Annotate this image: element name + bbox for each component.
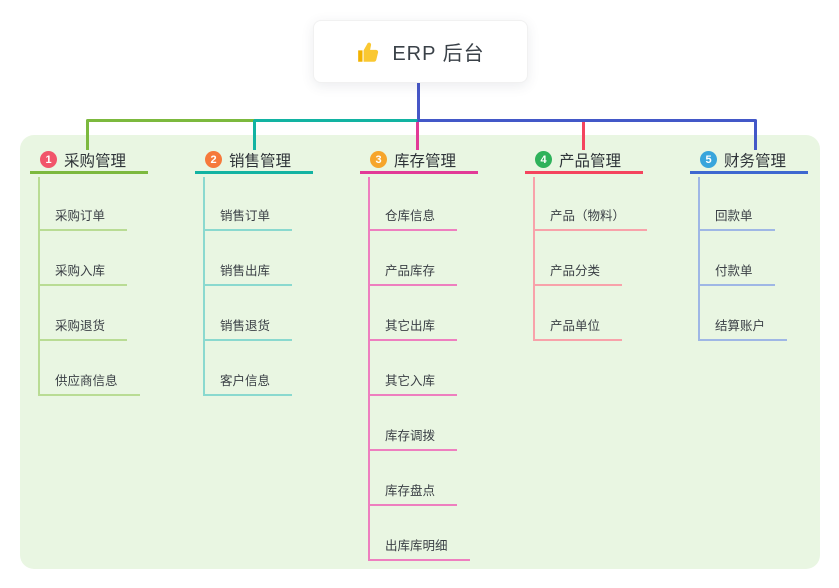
mindmap-node[interactable]: 销售订单 xyxy=(203,203,293,231)
mindmap-node[interactable]: 销售退货 xyxy=(203,313,293,341)
mindmap-node[interactable]: 采购退货 xyxy=(38,313,128,341)
mindmap-node[interactable]: 其它出库 xyxy=(368,313,458,341)
branch-4-drop-line xyxy=(582,122,585,150)
branch-3-child-trunk-line xyxy=(368,177,370,561)
branch-5-child-trunk-line xyxy=(698,177,700,341)
mindmap-node[interactable]: 销售出库 xyxy=(203,258,293,286)
mindmap-panel xyxy=(20,135,820,569)
branch-1-label: 采购管理 xyxy=(64,152,127,170)
root-connector-line xyxy=(417,83,420,121)
mindmap-node[interactable]: 结算账户 xyxy=(698,313,788,341)
mindmap-node[interactable]: 付款单 xyxy=(698,258,775,286)
branch-5-connector-line xyxy=(417,119,757,122)
mindmap-node[interactable]: 供应商信息 xyxy=(38,368,140,396)
mindmap-node[interactable]: 库存调拨 xyxy=(368,423,458,451)
branch-4-badge: 4 xyxy=(535,151,552,168)
branch-sales: 2 销售管理 销售订单 销售出库 销售退货 客户信息 xyxy=(195,148,345,396)
mindmap-node[interactable]: 产品（物料） xyxy=(533,203,648,231)
branch-4-header-node[interactable]: 4 产品管理 xyxy=(525,148,643,174)
branch-5-label: 财务管理 xyxy=(724,152,787,170)
branch-purchase: 1 采购管理 采购订单 采购入库 采购退货 供应商信息 xyxy=(30,148,180,396)
mindmap-node[interactable]: 客户信息 xyxy=(203,368,293,396)
branch-2-label: 销售管理 xyxy=(229,152,292,170)
branch-product: 4 产品管理 产品（物料） 产品分类 产品单位 xyxy=(525,148,675,341)
branch-2-header-node[interactable]: 2 销售管理 xyxy=(195,148,313,174)
branch-1-badge: 1 xyxy=(40,151,57,168)
branch-4-child-trunk-line xyxy=(533,177,535,341)
mindmap-node[interactable]: 产品库存 xyxy=(368,258,458,286)
branch-4-label: 产品管理 xyxy=(559,152,622,170)
mindmap-node[interactable]: 产品分类 xyxy=(533,258,623,286)
branch-1-drop-line xyxy=(86,120,89,150)
branch-5-drop-line xyxy=(754,120,757,150)
mindmap-node[interactable]: 产品单位 xyxy=(533,313,623,341)
thumbs-up-icon xyxy=(356,39,382,65)
branch-5-badge: 5 xyxy=(700,151,717,168)
branch-3-drop-line xyxy=(416,122,419,150)
mindmap-node[interactable]: 出库库明细 xyxy=(368,533,470,561)
mindmap-node[interactable]: 采购订单 xyxy=(38,203,128,231)
branch-3-header-node[interactable]: 3 库存管理 xyxy=(360,148,478,174)
branch-finance: 5 财务管理 回款单 付款单 结算账户 xyxy=(690,148,839,341)
mindmap-node[interactable]: 其它入库 xyxy=(368,368,458,396)
mindmap-node[interactable]: 库存盘点 xyxy=(368,478,458,506)
mindmap-node[interactable]: 回款单 xyxy=(698,203,775,231)
mindmap-node[interactable]: 采购入库 xyxy=(38,258,128,286)
branch-2-connector-line xyxy=(254,119,419,122)
branch-1-child-trunk-line xyxy=(38,177,40,396)
branch-2-badge: 2 xyxy=(205,151,222,168)
branch-2-drop-line xyxy=(253,120,256,150)
root-node-label: ERP 后台 xyxy=(392,43,485,65)
branch-5-header-node[interactable]: 5 财务管理 xyxy=(690,148,808,174)
branch-1-header-node[interactable]: 1 采购管理 xyxy=(30,148,148,174)
mindmap-node[interactable]: 仓库信息 xyxy=(368,203,458,231)
branch-1-connector-line xyxy=(86,119,256,122)
branch-2-child-trunk-line xyxy=(203,177,205,396)
branch-3-badge: 3 xyxy=(370,151,387,168)
branch-3-label: 库存管理 xyxy=(394,152,457,170)
branch-inventory: 3 库存管理 仓库信息 产品库存 其它出库 其它入库 库存调拨 库存盘点 出库库… xyxy=(360,148,510,561)
mindmap-root-node[interactable]: ERP 后台 xyxy=(313,20,528,83)
